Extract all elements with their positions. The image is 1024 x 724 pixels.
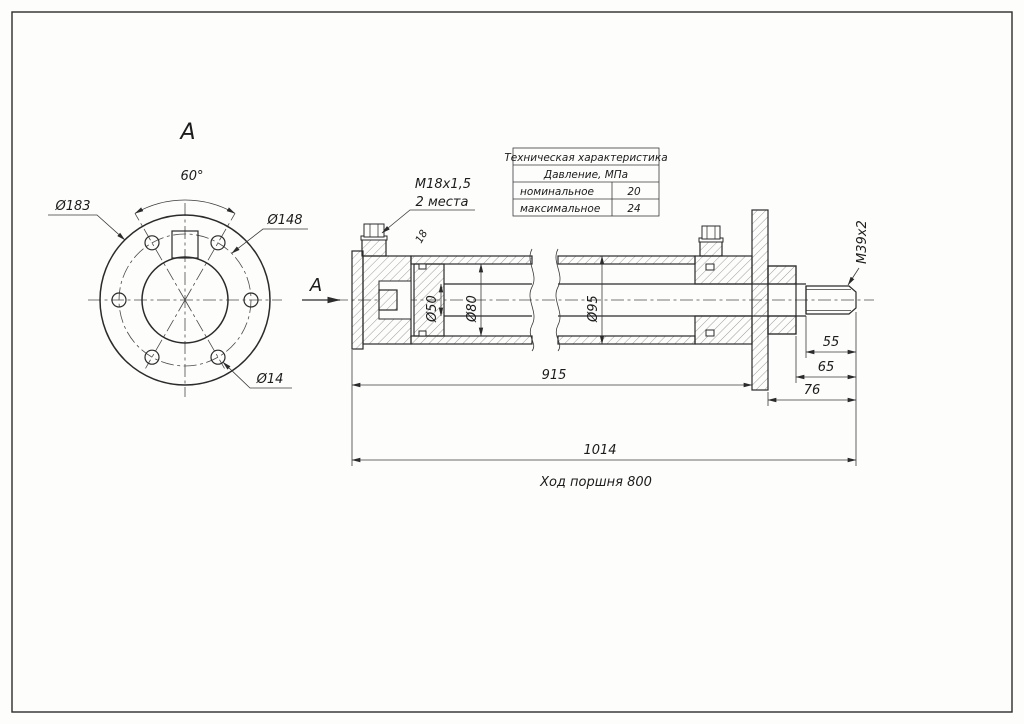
break-line — [555, 248, 561, 352]
outer-dia-leader — [48, 214, 126, 241]
cushion-spigot — [378, 289, 398, 311]
stroke-note-label: Ход поршня 800 — [539, 475, 652, 490]
tube-wall-top — [557, 255, 696, 265]
left-cap-flange — [351, 250, 364, 350]
left-port-boss — [361, 237, 387, 257]
dim-label-1014: 1014 — [583, 443, 616, 458]
bolt-circle-dia-leader — [231, 228, 308, 254]
gland-seal-groove — [705, 329, 715, 337]
dim-label-55: 55 — [823, 335, 840, 350]
tube-wall-top — [410, 255, 533, 265]
spec-row-value: 24 — [627, 203, 640, 215]
hole-dia-label: Ø14 — [256, 372, 284, 387]
dim-label-915: 915 — [542, 368, 567, 383]
rod-thread-label: M39x2 — [855, 220, 870, 264]
retainer-top — [767, 265, 797, 285]
spec-table-title: Техническая характеристика — [504, 152, 667, 164]
flange-radial-60 — [184, 213, 236, 301]
spec-row-label: номинальное — [520, 186, 594, 198]
spec-table-subtitle: Давление, МПа — [543, 169, 628, 181]
spec-table: Техническая характеристика Давление, МПа… — [504, 147, 668, 217]
flange-view: 60° Ø183 Ø148 Ø14 A — [48, 120, 308, 397]
bolt-circle-dia-label: Ø148 — [266, 213, 302, 228]
sheet-border — [11, 11, 1013, 713]
angle-dimension-label: 60° — [180, 169, 203, 184]
port-places-label: 2 места — [416, 195, 469, 210]
flange-outer-circle — [99, 214, 271, 386]
rod-dia-label: Ø50 — [425, 295, 440, 323]
bolt-circle — [118, 233, 252, 367]
bolt-hole — [210, 235, 226, 251]
bolt-hole — [210, 349, 226, 365]
left-port-plug — [363, 223, 385, 238]
spec-row-value: 20 — [627, 186, 641, 198]
keyway — [171, 230, 199, 259]
bore-dia-label: Ø80 — [465, 295, 480, 323]
mounting-flange — [751, 209, 769, 391]
port-thread-label: M18x1,5 — [415, 177, 471, 192]
spec-row-label: максимальное — [520, 203, 600, 215]
right-port-plug — [701, 225, 721, 240]
piston-seal-groove — [418, 263, 427, 270]
flange-radial-120 — [134, 213, 186, 301]
angle-dimension-arc — [134, 199, 236, 214]
bolt-hole — [243, 292, 259, 308]
tube-dia-label: Ø95 — [586, 295, 601, 323]
section-view: A — [302, 177, 874, 490]
break-line — [529, 248, 535, 352]
view-label: A — [178, 120, 195, 145]
retainer-bottom — [767, 315, 797, 335]
hole-dia-leader — [222, 361, 292, 389]
gland-seal-groove — [705, 263, 715, 271]
bolt-hole — [144, 349, 160, 365]
gland-top — [694, 255, 753, 285]
dim-label-65: 65 — [818, 360, 835, 375]
rod-thread-leader — [847, 267, 860, 286]
gland-bottom — [694, 315, 753, 345]
tube-wall-bottom — [410, 335, 533, 345]
bolt-hole — [144, 235, 160, 251]
dim-label-76: 76 — [804, 383, 821, 398]
flange-inner-circle — [141, 256, 229, 344]
bolt-hole — [111, 292, 127, 308]
piston-seal-groove — [418, 330, 427, 337]
port-leader — [381, 209, 475, 234]
section-cut-label: A — [309, 275, 322, 296]
port-dim-label: 18 — [413, 228, 430, 246]
outer-dia-label: Ø183 — [54, 199, 90, 214]
tube-wall-bottom — [557, 335, 696, 345]
